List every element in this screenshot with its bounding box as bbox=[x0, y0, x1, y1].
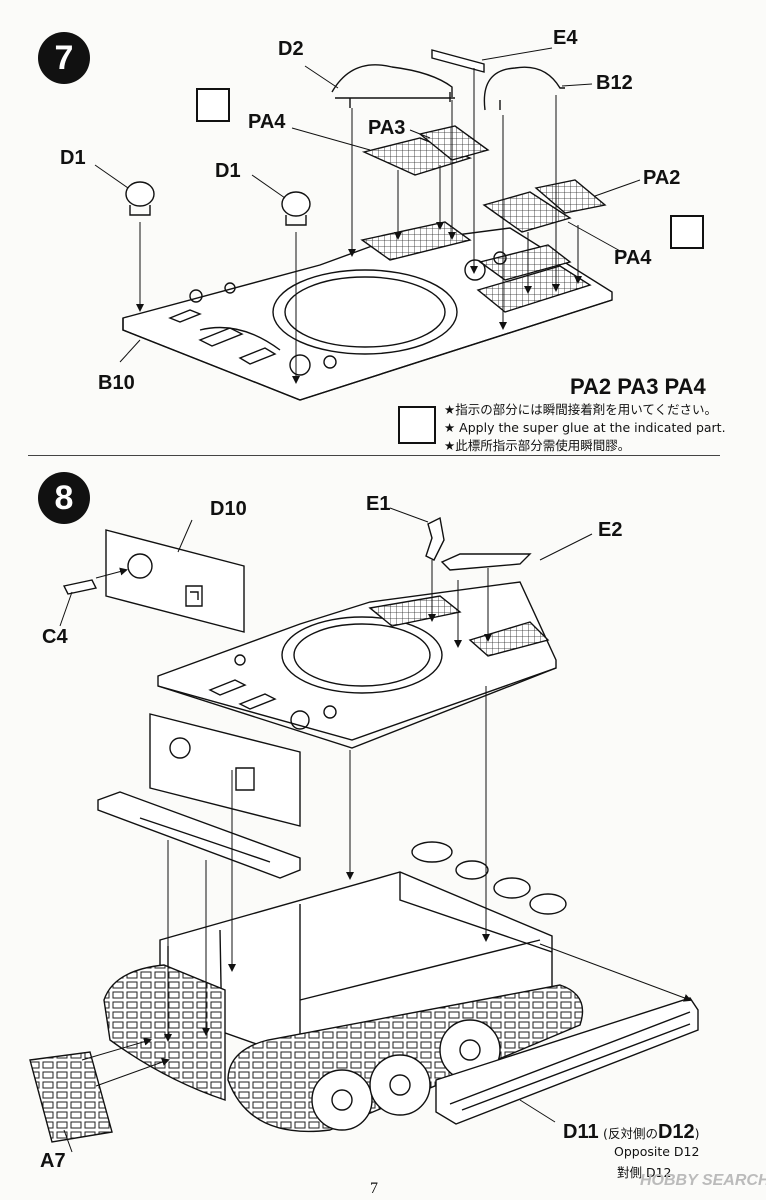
label-pa3: PA3 bbox=[368, 117, 406, 139]
label-d11-zh: 對側 D12 bbox=[617, 1165, 672, 1180]
label-d2: D2 bbox=[278, 38, 304, 60]
glue-icon bbox=[670, 215, 704, 249]
step-7-badge: 7 bbox=[38, 32, 90, 84]
glue-note-en: ★ Apply the super glue at the indicated … bbox=[444, 420, 726, 435]
parts-heading: PA2 PA3 PA4 bbox=[570, 374, 706, 399]
label-pa4-right: PA4 bbox=[614, 247, 652, 269]
glue-note-jp: ★指示の部分には瞬間接着剤を用いてください。 bbox=[444, 402, 717, 417]
label-d11-d12: D12 bbox=[657, 1121, 695, 1143]
label-d11: D11 (反対側のD12) bbox=[563, 1121, 700, 1144]
label-pa4-top: PA4 bbox=[248, 111, 286, 133]
label-d11-paren-close: ) bbox=[694, 1126, 700, 1141]
label-d11-jp: 反対側の bbox=[607, 1126, 658, 1141]
page-number: 7 bbox=[370, 1180, 378, 1197]
glue-icon bbox=[398, 406, 436, 444]
step-divider bbox=[28, 455, 720, 456]
label-e1: E1 bbox=[366, 493, 391, 515]
watermark: HOBBY SEARCH bbox=[640, 1172, 766, 1189]
glue-icon bbox=[196, 88, 230, 122]
step-8-badge: 8 bbox=[38, 472, 90, 524]
label-e2: E2 bbox=[598, 519, 623, 541]
label-d1-right: D1 bbox=[215, 160, 241, 182]
glue-note: ★指示の部分には瞬間接着剤を用いてください。 ★ Apply the super… bbox=[444, 401, 726, 455]
label-b12: B12 bbox=[596, 72, 633, 94]
label-c4: C4 bbox=[42, 626, 68, 648]
label-d10: D10 bbox=[210, 498, 247, 520]
label-d11-en: Opposite D12 bbox=[614, 1144, 700, 1159]
label-pa2: PA2 bbox=[643, 167, 681, 189]
label-a7: A7 bbox=[40, 1150, 66, 1172]
label-d11-main: D11 bbox=[563, 1121, 599, 1143]
label-d1-left: D1 bbox=[60, 147, 86, 169]
label-d11-paren-open: ( bbox=[603, 1126, 608, 1141]
label-b10: B10 bbox=[98, 372, 135, 394]
glue-note-zh: ★此標所指示部分需使用瞬間膠。 bbox=[444, 438, 631, 453]
label-e4: E4 bbox=[553, 27, 578, 49]
